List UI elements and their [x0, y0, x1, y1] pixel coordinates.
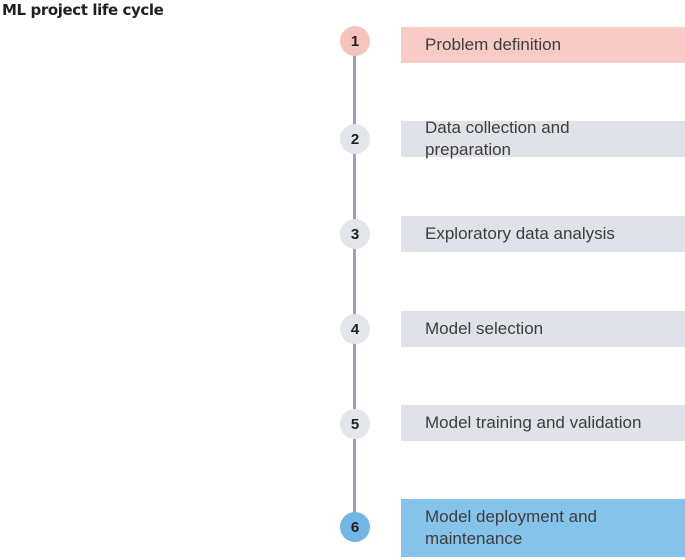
step-bar-exploratory-analysis: Exploratory data analysis [401, 216, 685, 252]
step-bar-problem-definition: Problem definition [401, 27, 685, 63]
step-number: 3 [350, 225, 360, 243]
diagram-title: ML project life cycle [2, 1, 164, 19]
timeline-connector-line [353, 41, 356, 527]
step-number: 5 [350, 415, 360, 433]
step-number: 1 [350, 32, 360, 50]
step-node-5: 5 [340, 409, 370, 439]
step-bar-data-collection: Data collection and preparation [401, 118, 685, 159]
step-node-1: 1 [340, 26, 370, 56]
step-label: Data collection and preparation [425, 118, 570, 159]
step-number: 6 [350, 518, 360, 536]
step-node-3: 3 [340, 219, 370, 249]
step-label: Model training and validation [425, 413, 642, 432]
step-label: Problem definition [425, 35, 562, 54]
step-label: Exploratory data analysis [425, 224, 615, 243]
step-node-4: 4 [340, 314, 370, 344]
step-bar-model-selection: Model selection [401, 311, 685, 347]
step-bar-model-training: Model training and validation [401, 405, 685, 441]
step-bar-model-deployment: Model deployment and maintenance [401, 499, 685, 557]
step-label: Model selection [425, 319, 544, 338]
step-label: Model deployment and maintenance [425, 507, 598, 548]
step-node-2: 2 [340, 124, 370, 154]
step-number: 2 [350, 130, 360, 148]
step-node-6: 6 [340, 512, 370, 542]
step-number: 4 [350, 320, 360, 338]
